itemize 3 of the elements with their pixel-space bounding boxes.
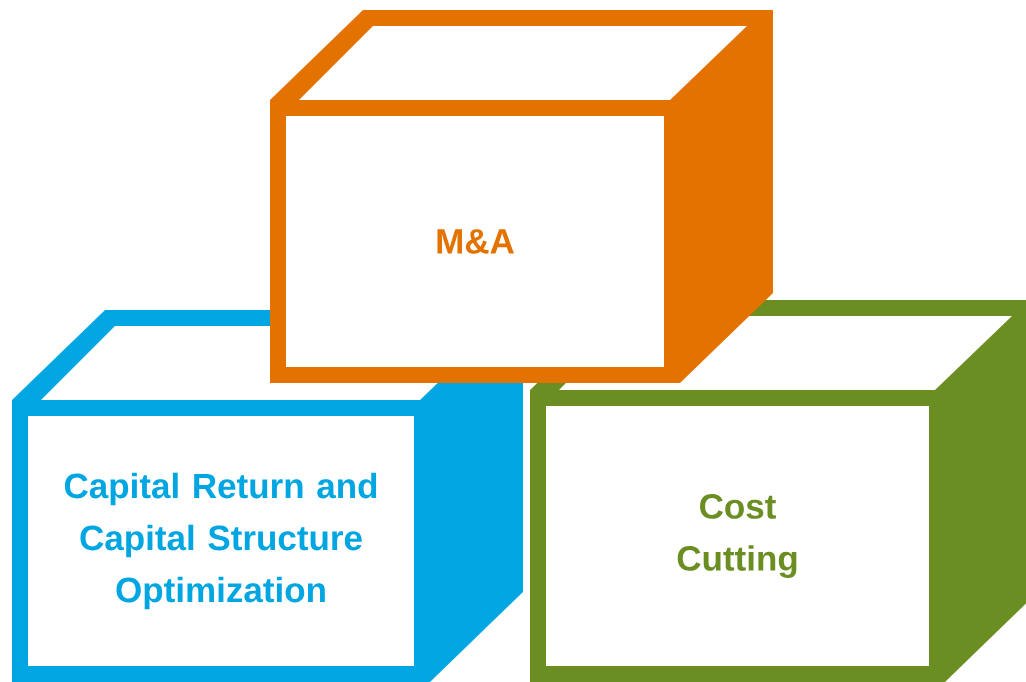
cube-box: M&A — [270, 10, 773, 383]
cube-box: Capital Return and Capital Structure Optimization — [12, 310, 523, 682]
cube-box: Cost Cutting — [530, 300, 1026, 682]
